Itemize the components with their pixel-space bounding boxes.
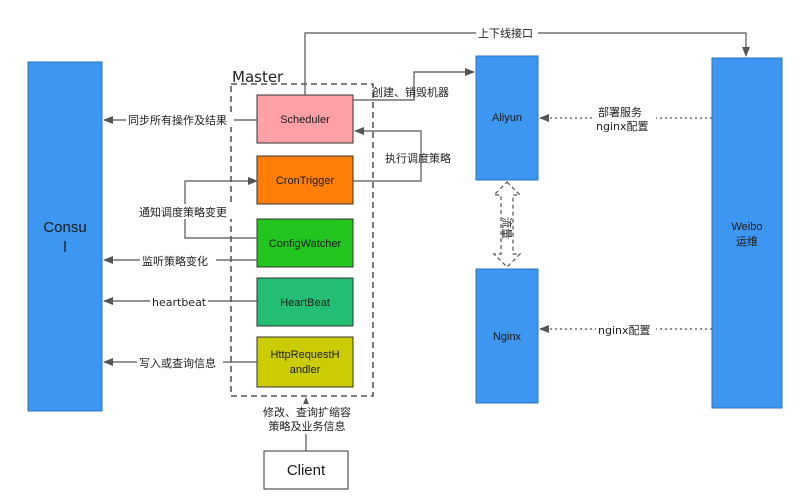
weibo-label-2: 运维 bbox=[736, 235, 758, 248]
edge-deploy-label-1: 部署服务 bbox=[598, 105, 642, 119]
edge-exec-policy-label: 执行调度策略 bbox=[385, 151, 451, 165]
httprequest-box bbox=[256, 336, 354, 388]
edge-client-bg bbox=[246, 404, 368, 434]
edge-sync-ops-label: 同步所有操作及结果 bbox=[128, 113, 227, 127]
consul-box bbox=[27, 61, 103, 412]
aliyun-box bbox=[475, 55, 539, 181]
edge-sync-ops-bg bbox=[126, 112, 234, 127]
heartbeat-label: HeartBeat bbox=[280, 297, 330, 309]
crontrigger-label: CronTrigger bbox=[276, 175, 335, 187]
edge-heartbeat-bg bbox=[150, 294, 208, 309]
client-box bbox=[263, 450, 349, 490]
weibo-label-1: Weibo bbox=[732, 221, 763, 233]
edge-client-label-1: 修改、查询扩缩容 bbox=[263, 405, 351, 419]
crontrigger-box bbox=[256, 155, 354, 205]
edge-create-destroy-label: 创建、销毁机器 bbox=[372, 85, 449, 99]
nginx-label: Nginx bbox=[493, 331, 522, 343]
edge-create-destroy bbox=[353, 68, 475, 101]
edge-heartbeat-label: heartbeat bbox=[152, 296, 207, 309]
edge-notify-policy-label: 通知调度策略变更 bbox=[139, 205, 227, 219]
httprequest-label-2: andler bbox=[290, 364, 321, 376]
edge-write-query-bg bbox=[137, 355, 223, 370]
heartbeat-box bbox=[256, 277, 354, 327]
edge-watch-policy-label: 监听策略变化 bbox=[142, 254, 208, 268]
edge-online-offline-bg bbox=[476, 25, 538, 40]
weibo-box bbox=[711, 57, 783, 409]
edge-deploy-bg bbox=[594, 104, 656, 134]
httprequest-label-1: HttpRequestH bbox=[270, 349, 339, 361]
edge-nginx-config-bg bbox=[596, 322, 656, 337]
scheduler-label: Scheduler bbox=[280, 114, 330, 126]
aliyun-label: Aliyun bbox=[492, 112, 522, 124]
configwatcher-label: ConfigWatcher bbox=[269, 238, 342, 250]
edge-deploy-label-2: nginx配置 bbox=[596, 120, 649, 133]
edge-nginx-config-label: nginx配置 bbox=[598, 324, 651, 337]
consul-label-2: l bbox=[63, 239, 66, 256]
edge-client-label-2: 策略及业务信息 bbox=[269, 419, 346, 433]
edge-traffic-label: 流量 bbox=[500, 217, 514, 239]
edge-online-offline-label: 上下线接口 bbox=[478, 26, 533, 40]
edge-exec-policy bbox=[353, 127, 422, 182]
scheduler-box bbox=[256, 94, 354, 144]
configwatcher-box bbox=[256, 218, 354, 268]
edge-watch-policy-bg bbox=[140, 253, 216, 268]
edge-traffic bbox=[492, 181, 522, 268]
edge-write-query-label: 写入或查询信息 bbox=[139, 356, 216, 370]
master-label: Master bbox=[232, 68, 284, 86]
client-label: Client bbox=[287, 462, 326, 479]
consul-label-1: Consu bbox=[43, 219, 86, 236]
master-container bbox=[230, 83, 374, 397]
nginx-box bbox=[475, 268, 539, 404]
edge-notify-policy-bg bbox=[137, 204, 237, 219]
